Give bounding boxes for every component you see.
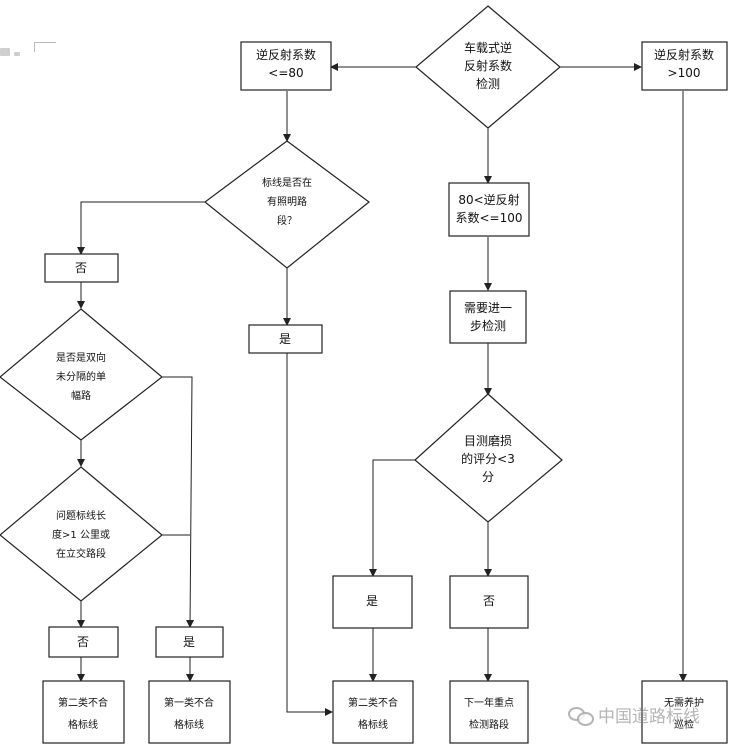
label-two-way-question-line-2: 未分隔的单	[56, 370, 106, 383]
label-result-class1-line-2: 格标线	[174, 718, 204, 731]
label-yes-bottom-left-line-1: 是	[183, 635, 195, 649]
label-no-left-line-1: 否	[75, 261, 87, 275]
box-result-no-maintenance	[641, 680, 728, 744]
label-result-no-maintenance-line-1: 无需养护	[664, 696, 704, 709]
box-coef-gt-100	[641, 41, 728, 91]
box-yes-wear	[332, 575, 413, 629]
decision-start	[415, 5, 561, 129]
box-no-wear	[449, 575, 529, 629]
box-coef-80-100	[448, 182, 530, 237]
label-coef-80-100-line-1: 80<逆反射	[458, 192, 519, 207]
label-visual-wear-question-line-2: 的评分<3	[461, 451, 515, 466]
label-result-class2-a-line-2: 格标线	[68, 718, 98, 731]
label-two-way-question-line-1: 是否是双向	[56, 351, 106, 364]
label-coef-gt-100-line-1: 逆反射系数	[654, 47, 714, 62]
label-two-way-question-line-3: 幅路	[71, 389, 91, 402]
decision-length	[0, 466, 163, 602]
label-length-question-line-3: 在立交路段	[56, 547, 106, 560]
connector-two-way-to-yes-bottom	[160, 376, 195, 628]
label-no-bottom-left-line-1: 否	[77, 635, 89, 649]
label-result-class2-b-line-2: 格标线	[358, 718, 388, 731]
label-result-class2-b-line-1: 第二类不合	[348, 696, 398, 709]
connector-lighting-yes-to-class2	[286, 353, 333, 716]
label-result-class2-a-line-1: 第二类不合	[58, 696, 108, 709]
label-need-further-line-1: 需要进一	[464, 301, 512, 315]
box-result-class1	[148, 680, 231, 744]
box-no-bottom-left	[48, 626, 119, 658]
label-start-line-1: 车载式逆	[464, 40, 512, 55]
box-need-further	[449, 290, 527, 344]
label-yes-wear-line-1: 是	[366, 594, 378, 608]
box-yes-bottom-left	[155, 626, 224, 658]
label-lighting-question-line-1: 标线是否在	[262, 176, 312, 189]
box-next-year-key	[449, 680, 529, 744]
box-yes-lighting	[248, 324, 323, 354]
label-coef-80-100-line-2: 系数<=100	[455, 210, 522, 225]
label-coef-gt-100-line-2: >100	[668, 66, 701, 80]
decision-nodes	[0, 5, 563, 602]
label-lighting-question-line-3: 段？	[277, 214, 297, 227]
label-lighting-question-line-2: 有照明路	[267, 195, 307, 208]
box-result-class2-b	[332, 680, 414, 744]
label-next-year-key-line-2: 检测路段	[469, 718, 509, 731]
label-visual-wear-question-line-3: 分	[482, 470, 494, 484]
box-result-class2-a	[42, 680, 125, 744]
label-need-further-line-2: 步检测	[470, 318, 506, 333]
label-start-line-3: 检测	[476, 76, 500, 91]
label-start-line-2: 反射系数	[464, 58, 512, 73]
label-visual-wear-question-line-1: 目测磨损	[464, 434, 512, 448]
process-nodes	[42, 41, 728, 744]
connector-wear-to-yes	[369, 459, 415, 577]
label-next-year-key-line-1: 下一年重点	[464, 696, 514, 709]
connector-lighting-to-no	[77, 201, 205, 255]
label-result-class1-line-1: 第一类不合	[164, 696, 214, 709]
decision-lighting	[204, 140, 370, 269]
label-yes-lighting-line-1: 是	[279, 332, 291, 346]
label-no-wear-line-1: 否	[483, 594, 495, 608]
box-coef-le-80	[240, 41, 332, 91]
box-no-left	[44, 253, 119, 283]
decision-wear	[414, 393, 563, 523]
label-length-question-line-1: 问题标线长	[56, 509, 106, 522]
label-length-question-line-2: 度>1 公里或	[52, 528, 110, 541]
flowchart-connectors	[77, 63, 687, 716]
decision-two-way	[0, 308, 163, 441]
label-coef-le-80-line-1: 逆反射系数	[256, 47, 316, 62]
label-coef-le-80-line-2: <=80	[268, 66, 303, 80]
label-result-no-maintenance-line-2: 巡检	[674, 718, 694, 731]
